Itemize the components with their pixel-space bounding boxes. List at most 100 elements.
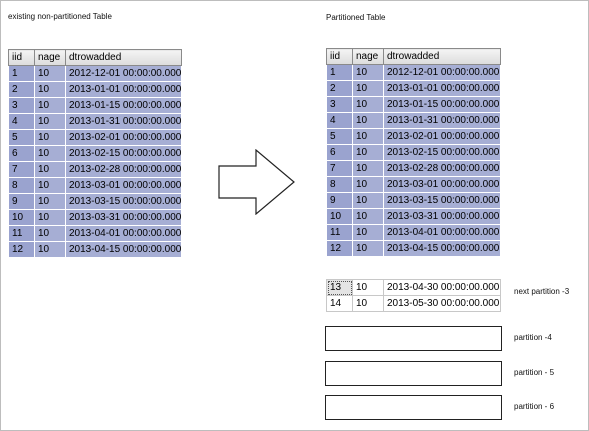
- cell-nage[interactable]: 10: [352, 144, 384, 161]
- cell-nage[interactable]: 10: [352, 224, 384, 241]
- cell-iid[interactable]: 6: [8, 145, 35, 162]
- cell-nage[interactable]: 10: [34, 97, 66, 114]
- cell-dtrowadded[interactable]: 2013-01-01 00:00:00.000: [65, 81, 182, 98]
- cell-dtrowadded[interactable]: 2013-03-15 00:00:00.000: [383, 192, 501, 209]
- cell-nage[interactable]: 10: [352, 112, 384, 129]
- cell-nage[interactable]: 10: [352, 96, 384, 113]
- cell-nage[interactable]: 10: [352, 279, 384, 296]
- cell-iid[interactable]: 8: [326, 176, 353, 193]
- cell-dtrowadded[interactable]: 2012-12-01 00:00:00.000: [65, 65, 182, 82]
- cell-nage[interactable]: 10: [352, 208, 384, 225]
- cell-iid[interactable]: 13: [326, 279, 353, 296]
- cell-iid[interactable]: 7: [8, 161, 35, 178]
- cell-nage[interactable]: 10: [352, 80, 384, 97]
- cell-nage[interactable]: 10: [352, 160, 384, 177]
- cell-dtrowadded[interactable]: 2013-01-31 00:00:00.000: [383, 112, 501, 129]
- cell-dtrowadded[interactable]: 2013-01-31 00:00:00.000: [65, 113, 182, 130]
- column-header-iid[interactable]: iid: [8, 49, 35, 66]
- cell-dtrowadded[interactable]: 2013-03-15 00:00:00.000: [65, 193, 182, 210]
- cell-dtrowadded[interactable]: 2013-04-15 00:00:00.000: [65, 241, 182, 258]
- cell-iid[interactable]: 3: [8, 97, 35, 114]
- cell-nage[interactable]: 10: [34, 209, 66, 226]
- cell-iid[interactable]: 9: [8, 193, 35, 210]
- cell-dtrowadded[interactable]: 2013-02-15 00:00:00.000: [383, 144, 501, 161]
- cell-iid[interactable]: 8: [8, 177, 35, 194]
- cell-nage[interactable]: 10: [352, 176, 384, 193]
- cell-nage[interactable]: 10: [34, 81, 66, 98]
- column-header-nage[interactable]: nage: [34, 49, 66, 66]
- cell-iid[interactable]: 5: [326, 128, 353, 145]
- cell-iid[interactable]: 3: [326, 96, 353, 113]
- column-header-dtrowadded[interactable]: dtrowadded: [65, 49, 182, 66]
- cell-nage[interactable]: 10: [352, 128, 384, 145]
- cell-iid[interactable]: 2: [326, 80, 353, 97]
- cell-nage[interactable]: 10: [34, 161, 66, 178]
- cell-dtrowadded[interactable]: 2013-01-15 00:00:00.000: [65, 97, 182, 114]
- cell-iid[interactable]: 5: [8, 129, 35, 146]
- cell-iid[interactable]: 10: [8, 209, 35, 226]
- cell-nage[interactable]: 10: [34, 65, 66, 82]
- cell-iid[interactable]: 11: [326, 224, 353, 241]
- cell-iid[interactable]: 9: [326, 192, 353, 209]
- cell-dtrowadded[interactable]: 2013-05-30 00:00:00.000: [383, 295, 501, 312]
- cell-dtrowadded[interactable]: 2013-02-01 00:00:00.000: [65, 129, 182, 146]
- cell-iid[interactable]: 1: [8, 65, 35, 82]
- column-header-nage[interactable]: nage: [352, 48, 384, 65]
- cell-iid[interactable]: 1: [326, 64, 353, 81]
- cell-iid[interactable]: 11: [8, 225, 35, 242]
- cell-iid[interactable]: 10: [326, 208, 353, 225]
- cell-dtrowadded[interactable]: 2013-04-15 00:00:00.000: [383, 240, 501, 257]
- cell-nage[interactable]: 10: [34, 225, 66, 242]
- cell-iid[interactable]: 4: [8, 113, 35, 130]
- cell-nage[interactable]: 10: [352, 240, 384, 257]
- cell-iid[interactable]: 12: [8, 241, 35, 258]
- cell-nage[interactable]: 10: [34, 193, 66, 210]
- column-header-dtrowadded[interactable]: dtrowadded: [383, 48, 501, 65]
- cell-dtrowadded[interactable]: 2013-03-01 00:00:00.000: [65, 177, 182, 194]
- cell-dtrowadded[interactable]: 2013-02-28 00:00:00.000: [65, 161, 182, 178]
- cell-dtrowadded[interactable]: 2013-02-28 00:00:00.000: [383, 160, 501, 177]
- cell-iid[interactable]: 12: [326, 240, 353, 257]
- cell-iid[interactable]: 7: [326, 160, 353, 177]
- cell-nage[interactable]: 10: [352, 192, 384, 209]
- cell-dtrowadded[interactable]: 2013-02-01 00:00:00.000: [383, 128, 501, 145]
- cell-dtrowadded[interactable]: 2013-01-01 00:00:00.000: [383, 80, 501, 97]
- cell-nage[interactable]: 10: [34, 177, 66, 194]
- cell-iid[interactable]: 4: [326, 112, 353, 129]
- cell-nage[interactable]: 10: [34, 113, 66, 130]
- cell-dtrowadded[interactable]: 2013-01-15 00:00:00.000: [383, 96, 501, 113]
- cell-dtrowadded[interactable]: 2013-03-31 00:00:00.000: [383, 208, 501, 225]
- cell-iid[interactable]: 2: [8, 81, 35, 98]
- cell-dtrowadded[interactable]: 2013-04-01 00:00:00.000: [65, 225, 182, 242]
- cell-nage[interactable]: 10: [34, 129, 66, 146]
- cell-iid[interactable]: 6: [326, 144, 353, 161]
- cell-nage[interactable]: 10: [34, 241, 66, 258]
- cell-dtrowadded[interactable]: 2013-04-01 00:00:00.000: [383, 224, 501, 241]
- cell-dtrowadded[interactable]: 2013-02-15 00:00:00.000: [65, 145, 182, 162]
- cell-nage[interactable]: 10: [352, 64, 384, 81]
